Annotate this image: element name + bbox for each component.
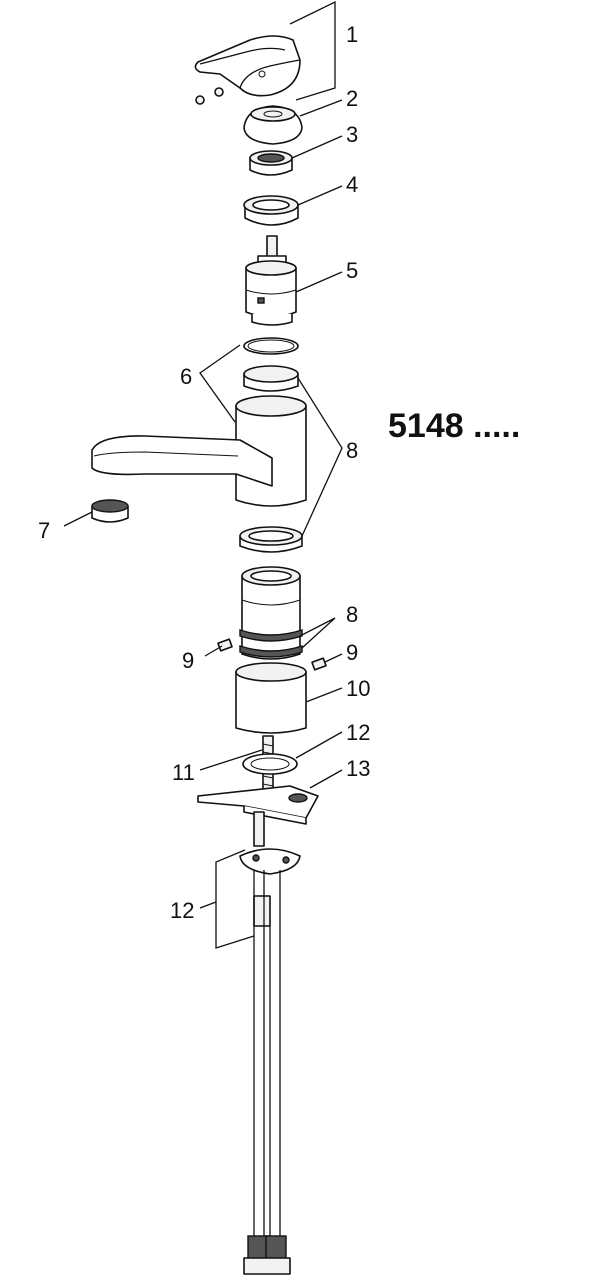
callout-2: 2 [346,86,358,111]
callout-5: 5 [346,258,358,283]
callout-9a: 9 [182,648,194,673]
callout-13: 13 [346,756,370,781]
callout-4: 4 [346,172,358,197]
part-sleeve-top [243,365,299,392]
part-lower-fixing [239,811,301,927]
part-body-spout [91,395,307,507]
part-oring-top [243,337,299,355]
callout-12b: 12 [170,898,194,923]
part-mounting-plate [197,785,319,825]
callout-9b: 9 [346,640,358,665]
part-hoses [243,870,291,1275]
part-nut [249,150,293,176]
part-aerator [91,499,129,523]
model-number: 5148 ..... [388,407,520,445]
callout-7: 7 [38,518,50,543]
callout-8b: 8 [346,602,358,627]
callout-1: 1 [346,22,358,47]
callout-3: 3 [346,122,358,147]
callout-8a: 8 [346,438,358,463]
part-ring-lower [239,526,303,553]
part-lever-handle [194,35,301,105]
callout-10: 10 [346,676,370,701]
part-cartridge [245,235,297,326]
part-grub-screws [217,638,327,671]
callout-6: 6 [180,364,192,389]
callout-11: 11 [172,760,195,785]
leader-lines [63,0,343,949]
callout-12a: 12 [346,720,370,745]
part-cover-cap [243,105,303,145]
part-sleeve-orings [239,566,303,660]
part-gasket [242,753,298,775]
part-base-body [235,662,307,734]
part-ring [243,195,299,226]
